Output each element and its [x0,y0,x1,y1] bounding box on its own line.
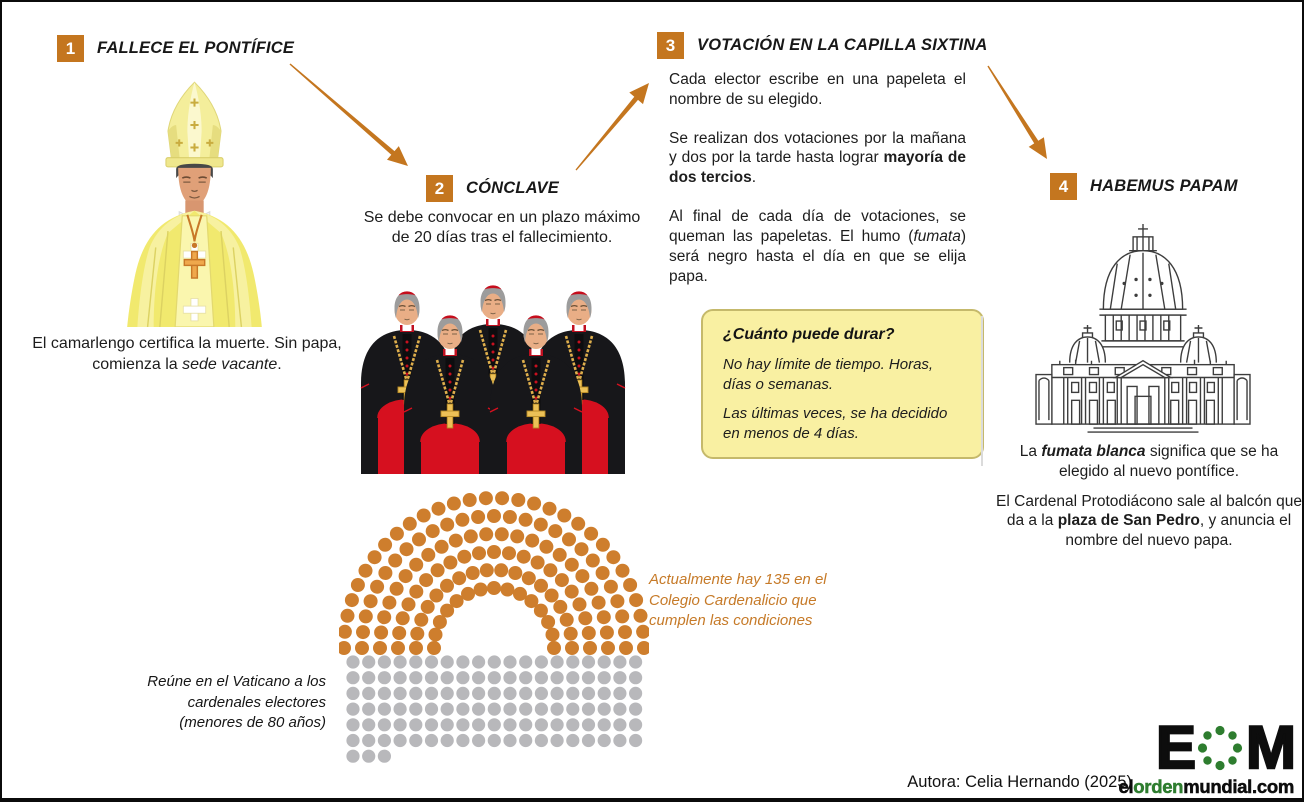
step4-header: 4 HABEMUS PAPAM [1050,173,1238,200]
step3-header: 3 VOTACIÓN EN LA CAPILLA SIXTINA [657,32,987,59]
non-electors-caption: Reúne en el Vaticano a los cardenales el… [147,673,326,732]
pope-illustration [127,81,262,327]
step2-text: Se debe convocar en un plazo máximo de 2… [363,209,641,247]
logo-o-dotted-circle-icon [1197,725,1243,771]
step4-paragraph-2: El Cardenal Protodiácono sale al balcón … [996,492,1302,550]
cardinals-illustration [359,284,627,474]
arrow-step1-to-step2 [289,63,408,166]
step3-paragraphs: Cada elector escribe en una papeleta el … [669,70,966,286]
step3-paragraph-1: Cada elector escribe en una papeleta el … [669,71,966,108]
step4-title: HABEMUS PAPAM [1090,177,1238,195]
step1-caption-em: sede vacante [182,355,278,373]
duration-box-line1: No hay límite de tiempo. Horas, días o s… [723,356,934,393]
logo-letter-m: M [1245,714,1297,781]
basilica-illustration [1035,223,1251,433]
step2-title: CÓNCLAVE [466,179,559,197]
step4-paragraphs: La fumata blanca significa que se ha ele… [996,442,1302,551]
step1-caption-text: El camarlengo certifica la muerte. Sin p… [32,335,342,373]
step1-header: 1 FALLECE EL PONTÍFICE [57,35,294,62]
electors-note: Actualmente hay 135 en el Colegio Carden… [649,571,827,630]
logo-url-orden: orden [1133,776,1184,798]
step1-caption: El camarlengo certifica la muerte. Sin p… [32,335,342,373]
duration-callout-box: ¿Cuánto puede durar? No hay límite de ti… [701,309,984,459]
step3-paragraph-3: Al final de cada día de votaciones, se q… [669,208,966,285]
step2-header: 2 CÓNCLAVE [426,175,559,202]
author-credit: Autora: Celia Hernando (2025) [907,773,1132,791]
eom-logo-letters: E M [1118,716,1297,778]
duration-box-title: ¿Cuánto puede durar? [723,326,895,343]
step3-title: VOTACIÓN EN LA CAPILLA SIXTINA [697,36,988,54]
arrow-step3-to-step4 [987,65,1047,159]
step3-number-badge: 3 [657,32,684,59]
step4-number-badge: 4 [1050,173,1077,200]
column-divider [981,316,983,466]
step4-paragraph-1: La fumata blanca significa que se ha ele… [1019,443,1279,480]
non-electors-grid [346,655,643,763]
electors-parliament [339,491,649,655]
arrow-step2-to-step3 [575,83,649,171]
duration-box-line2: Las últimas veces, se ha decidido en men… [723,405,948,442]
step3-paragraph-2: Se realizan dos votaciones por la mañana… [669,129,966,187]
logo-letter-e: E [1155,714,1197,781]
step1-number-badge: 1 [57,35,84,62]
eom-logo: E M elordenmundial.com [1118,716,1297,798]
step1-title: FALLECE EL PONTÍFICE [97,39,295,57]
logo-url: elordenmundial.com [1118,776,1294,798]
step2-number-badge: 2 [426,175,453,202]
